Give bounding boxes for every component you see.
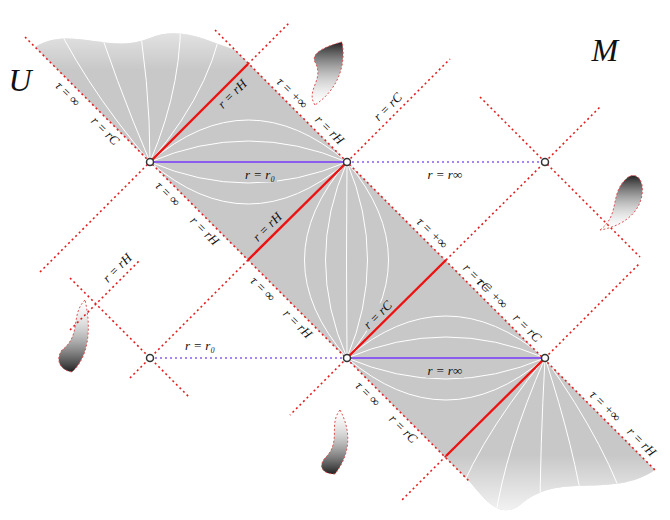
edge-blobs — [59, 42, 643, 474]
level-curve — [347, 358, 545, 379]
line-label: r = rH — [101, 251, 135, 285]
level-curve — [347, 337, 545, 358]
level-curve — [545, 358, 630, 520]
level-curve — [545, 358, 585, 520]
region-label: U — [9, 63, 32, 97]
level-curve — [150, 0, 181, 162]
purple-lines — [150, 162, 545, 358]
level-curve — [45, 0, 150, 162]
level-curve — [540, 358, 545, 520]
level-curve — [150, 162, 347, 183]
line-label: r = r₀ — [243, 168, 277, 182]
level-curve — [135, 0, 150, 162]
level-curve — [326, 162, 348, 358]
horizon-lines — [150, 64, 545, 456]
line-label: r = rC — [371, 90, 405, 124]
line-label: r = r∞ — [428, 168, 463, 182]
level-curve — [346, 162, 348, 358]
region-label: M — [592, 33, 619, 67]
line-label: r = r₀ — [185, 339, 215, 353]
level-curve — [150, 0, 225, 162]
level-curve — [347, 358, 545, 359]
boundary-lines — [25, 22, 655, 502]
vertex-dots — [147, 159, 549, 362]
level-curve — [150, 141, 347, 162]
level-curve — [150, 162, 347, 163]
line-label: r = r∞ — [426, 364, 465, 378]
